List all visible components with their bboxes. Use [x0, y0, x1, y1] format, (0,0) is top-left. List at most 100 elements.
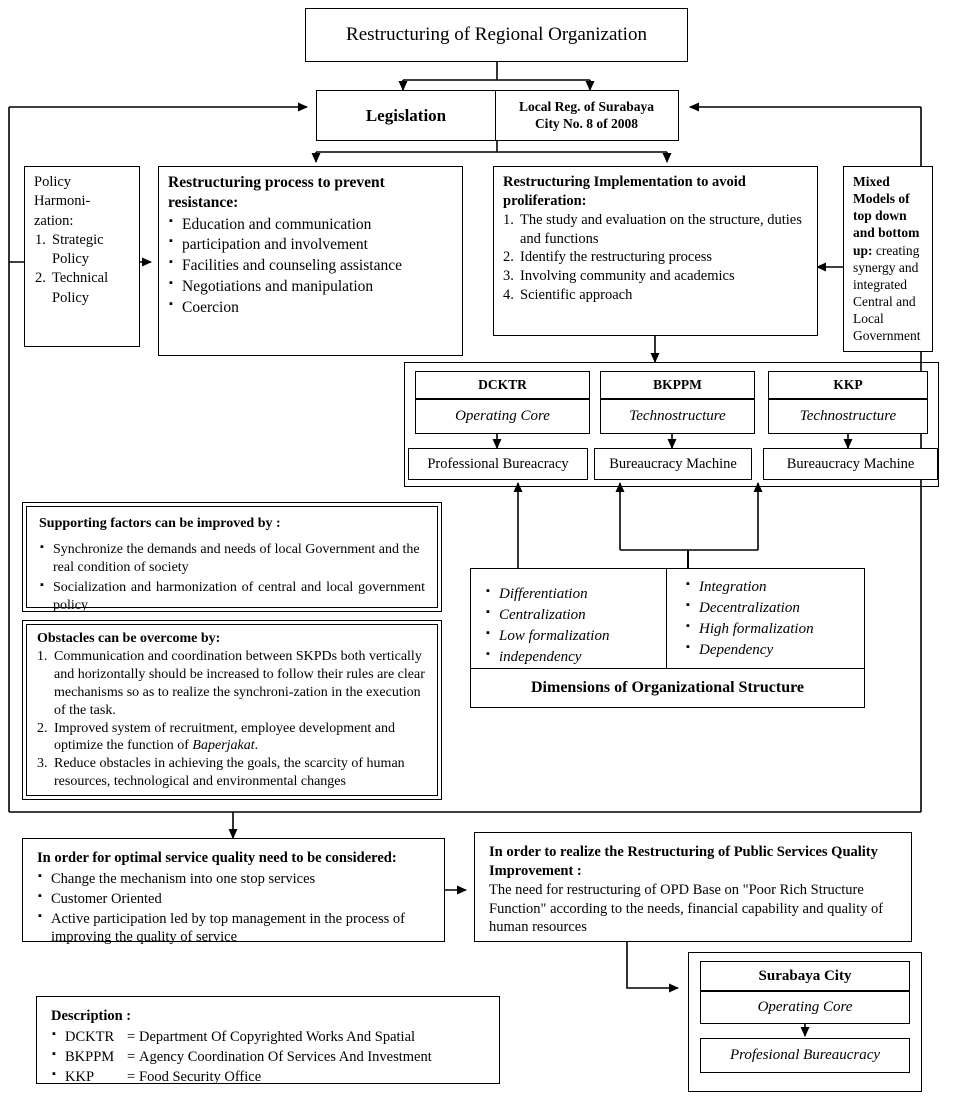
public-services-box: In order to realize the Restructuring of…	[474, 832, 912, 942]
legislation-left: Legislation	[317, 91, 496, 140]
list-item: Identify the restructuring process	[503, 248, 713, 267]
list-item: High formalization	[685, 619, 854, 640]
dimensions-left-list: Differentiation Centralization Low forma…	[485, 584, 656, 668]
list-item: KKP =Food Security Office	[51, 1067, 485, 1087]
surabaya-city-part-label: Operating Core	[757, 999, 853, 1015]
public-services-heading: In order to realize the Restructuring of…	[489, 844, 878, 879]
list-item: participation and involvement	[168, 234, 453, 255]
description-abbr: DCKTR	[65, 1028, 115, 1045]
description-box: Description : DCKTR=Department Of Copyri…	[36, 996, 500, 1087]
dimensions-left-cell: Differentiation Centralization Low forma…	[471, 569, 667, 669]
org-unit-config-label: Bureaucracy Machine	[786, 455, 915, 472]
list-item: Education and communication	[168, 214, 453, 235]
dimensions-title: Dimensions of Organizational Structure	[530, 679, 805, 696]
policy-harmonization-box: Policy Harmoni- zation: Strategic Policy…	[24, 166, 140, 347]
org-unit-part-kkp: Technostructure	[768, 399, 928, 434]
list-item: Differentiation	[485, 584, 656, 605]
restructuring-process-box: Restructuring process to prevent resista…	[158, 166, 463, 356]
list-item: Socialization and harmonization of centr…	[39, 578, 425, 615]
dimensions-right-cell: Integration Decentralization High formal…	[667, 569, 864, 669]
title-label: Restructuring of Regional Organization	[346, 24, 647, 45]
org-unit-config-kkp: Bureaucracy Machine	[763, 448, 938, 480]
restructuring-implementation-heading: Restructuring Implementation to avoid pr…	[503, 174, 746, 209]
org-unit-part-label: Technostructure	[799, 408, 897, 424]
list-item: Integration	[685, 577, 854, 598]
legislation-box: Legislation Local Reg. of Surabaya City …	[316, 90, 679, 141]
org-unit-name-kkp: KKP	[768, 371, 928, 399]
list-item: The study and evaluation on the structur…	[503, 211, 802, 247]
obstacles-heading: Obstacles can be overcome by:	[37, 631, 221, 646]
supporting-factors-heading: Supporting factors can be improved by :	[39, 516, 281, 531]
list-item: Centralization	[485, 605, 656, 626]
description-eq: =	[127, 1068, 136, 1085]
list-item: Customer Oriented	[37, 889, 430, 909]
supporting-factors-box: Supporting factors can be improved by : …	[22, 502, 442, 615]
list-item: Improved system of recruitment, employee…	[37, 720, 427, 756]
surabaya-city-part-box: Operating Core	[700, 991, 910, 1024]
dimensions-box: Differentiation Centralization Low forma…	[470, 568, 865, 708]
org-unit-part-bkppm: Technostructure	[600, 399, 755, 434]
list-item: Active participation led by top manageme…	[37, 909, 430, 948]
list-item: Involving community and academics	[503, 267, 735, 286]
org-unit-config-dcktr: Professional Bureacracy	[408, 448, 588, 480]
obstacles-item2-italic: Baperjakat	[192, 738, 255, 754]
org-unit-config-label: Bureaucracy Machine	[609, 455, 737, 472]
org-unit-config-label: Professional Bureacracy	[427, 455, 569, 472]
description-eq: =	[127, 1028, 136, 1045]
policy-harmonization-heading: Policy Harmoni- zation:	[34, 174, 91, 229]
surabaya-city-config-box: Profesional Bureaucracy	[700, 1038, 910, 1073]
org-unit-label: BKPPM	[653, 377, 702, 392]
local-reg-line2: City No. 8 of 2008	[534, 115, 639, 131]
list-item: Communication and coordination between S…	[37, 648, 425, 718]
org-unit-label: KKP	[833, 377, 863, 392]
list-item: independency	[485, 647, 656, 668]
list-item: Negotiations and manipulation	[168, 276, 453, 297]
legislation-right: Local Reg. of Surabaya City No. 8 of 200…	[495, 91, 678, 140]
mixed-models-box: Mixed Models of top down and bottom up: …	[843, 166, 933, 352]
org-unit-part-label: Operating Core	[455, 408, 550, 424]
restructuring-implementation-box: Restructuring Implementation to avoid pr…	[493, 166, 818, 336]
description-list: DCKTR=Department Of Copyrighted Works An…	[51, 1027, 485, 1087]
org-unit-name-dcktr: DCKTR	[415, 371, 590, 399]
supporting-factors-list: Synchronize the demands and needs of loc…	[39, 540, 425, 615]
org-unit-part-label: Technostructure	[629, 408, 726, 424]
obstacles-list: Communication and coordination between S…	[37, 648, 427, 791]
list-item: Synchronize the demands and needs of loc…	[39, 540, 425, 577]
service-quality-box: In order for optimal service quality nee…	[22, 838, 445, 945]
list-item: Low formalization	[485, 626, 656, 647]
title-box: Restructuring of Regional Organization	[305, 8, 688, 62]
org-unit-name-bkppm: BKPPM	[600, 371, 755, 399]
dimensions-right-list: Integration Decentralization High formal…	[685, 577, 854, 661]
list-item: Reduce obstacles in achieving the goals,…	[37, 755, 405, 790]
service-quality-list: Change the mechanism into one stop servi…	[37, 869, 430, 948]
surabaya-city-group-frame	[688, 952, 922, 1092]
local-reg-line1: Local Reg. of Surabaya	[519, 98, 654, 114]
list-item: Dependency	[685, 640, 854, 661]
policy-harmonization-list: Strategic Policy Technical Policy	[34, 231, 130, 308]
surabaya-city-name-box: Surabaya City	[700, 961, 910, 991]
list-item: BKPPM=Agency Coordination Of Services An…	[51, 1047, 485, 1067]
public-services-body: The need for restructuring of OPD Base o…	[489, 881, 884, 936]
list-item: Technical Policy	[35, 269, 109, 306]
list-item: Scientific approach	[503, 286, 633, 305]
obstacles-item2-b: .	[254, 738, 259, 754]
org-units-group-frame	[404, 362, 939, 487]
list-item: Facilities and counseling assistance	[168, 255, 453, 276]
service-quality-heading: In order for optimal service quality nee…	[37, 850, 397, 866]
obstacles-box: Obstacles can be overcome by: Communicat…	[22, 620, 442, 800]
description-abbr: BKPPM	[65, 1048, 115, 1065]
description-text: Department Of Copyrighted Works And Spat…	[139, 1028, 416, 1045]
obstacles-item2-a: Improved system of recruitment, employee…	[54, 720, 395, 754]
dimensions-title-cell: Dimensions of Organizational Structure	[471, 669, 864, 707]
description-heading: Description :	[51, 1008, 132, 1024]
list-item: DCKTR =Department Of Copyrighted Works An…	[51, 1027, 485, 1047]
description-abbr: KKP	[65, 1068, 95, 1085]
description-text: Food Security Office	[139, 1068, 262, 1085]
description-text: Agency Coordination Of Services And Inve…	[139, 1048, 432, 1065]
list-item: Strategic Policy	[35, 231, 104, 268]
mixed-models-bold: Mixed Models of top down and bottom up:	[853, 174, 920, 258]
list-item: Change the mechanism into one stop servi…	[37, 869, 430, 889]
list-item: Coercion	[168, 297, 453, 318]
mixed-models-rest: creating synergy and integrated Central …	[853, 242, 921, 344]
